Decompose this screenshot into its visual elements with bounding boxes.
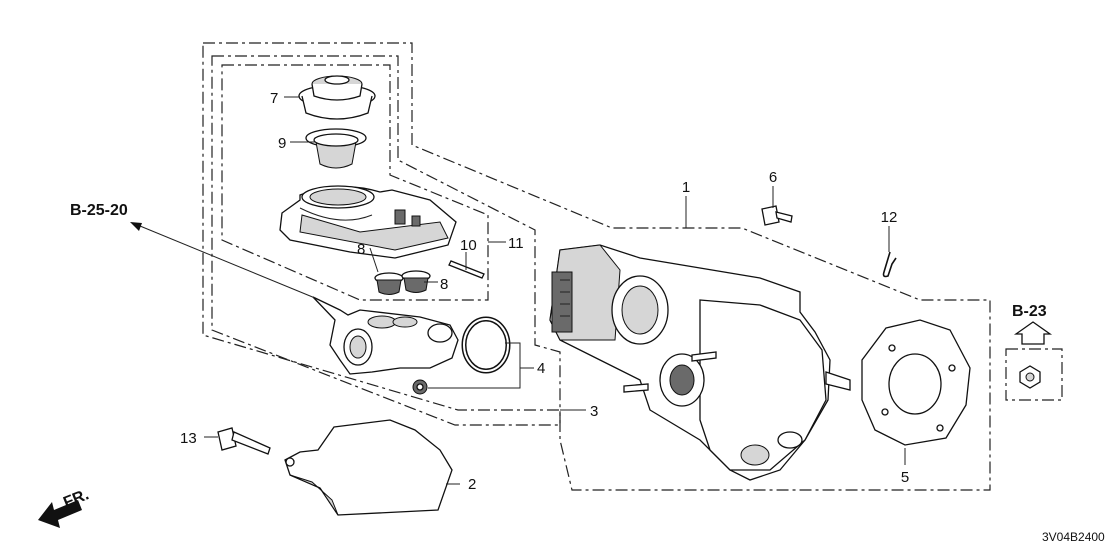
front-direction-arrow [38, 500, 82, 528]
reservoir-strainer [305, 128, 367, 169]
callout-8-upper: 8 [357, 241, 365, 258]
assembly-outline [202, 42, 991, 491]
callout-2: 2 [468, 476, 476, 493]
leader-lines [130, 96, 906, 485]
callout-7: 7 [270, 90, 278, 107]
b23-nut [1019, 365, 1041, 389]
callout-9: 9 [278, 135, 286, 152]
flange-bolt [217, 427, 271, 455]
o-ring [461, 316, 511, 374]
booster-bolt [761, 205, 793, 226]
reservoir-seals [374, 270, 431, 295]
callout-12: 12 [881, 209, 898, 226]
callout-1: 1 [682, 179, 690, 196]
callout-8-lower: 8 [440, 276, 448, 293]
callout-6: 6 [769, 169, 777, 186]
reservoir-tank [279, 185, 457, 259]
brake-booster [549, 244, 851, 481]
booster-gasket [861, 319, 971, 446]
group-outlines [202, 42, 1063, 491]
callout-10: 10 [460, 237, 477, 254]
callout-3: 3 [590, 403, 598, 420]
snap-pin [882, 251, 897, 278]
mounting-nut [412, 379, 428, 395]
callout-11: 11 [508, 235, 524, 252]
callout-4: 4 [537, 360, 545, 377]
b23-box [1005, 348, 1063, 401]
direction-label: FR. [61, 486, 91, 511]
text-labels: 1 2 3 4 5 6 7 8 8 9 10 11 12 13 B-25-20 … [61, 90, 1105, 544]
master-cylinder [312, 296, 459, 375]
reference-b23: B-23 [1012, 303, 1047, 320]
master-cylinder-outline [211, 55, 561, 426]
reservoir-cap [298, 75, 376, 120]
bracket [284, 419, 453, 516]
reference-b2520: B-25-20 [70, 202, 128, 219]
callout-13: 13 [180, 430, 197, 447]
callout-5: 5 [901, 469, 909, 486]
reservoir-outline [221, 64, 489, 301]
diagram-code: 3V04B2400 [1042, 530, 1105, 544]
b23-up-arrow [1013, 321, 1053, 345]
